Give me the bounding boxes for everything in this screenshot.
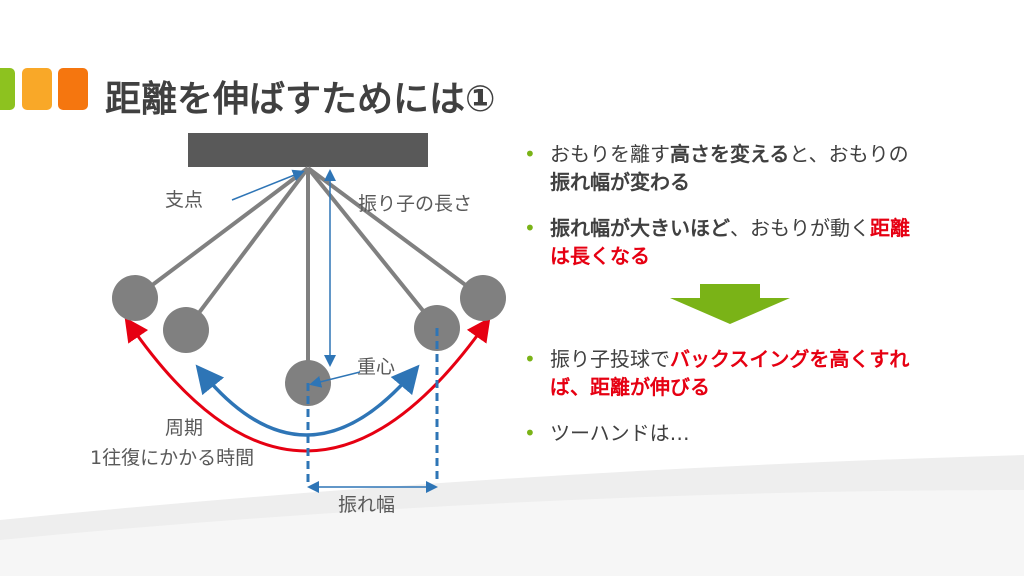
bullet-3: 振り子投球でバックスイングを高くすれば、距離が伸びる: [520, 345, 920, 401]
length-label: 振り子の長さ: [358, 193, 473, 215]
bullet-4: ツーハンドは…: [520, 419, 920, 447]
bullet-list: おもりを離す高さを変えると、おもりの振れ幅が変わる 振れ幅が大きいほど、おもりが…: [520, 140, 920, 465]
pivot-label: 支点: [165, 189, 204, 211]
down-arrow-icon: [670, 284, 790, 324]
bullet-1: おもりを離す高さを変えると、おもりの振れ幅が変わる: [520, 140, 920, 196]
green-square-icon: [0, 68, 15, 110]
pendulum-bobs: [112, 275, 506, 406]
slide-title: 距離を伸ばすためには①: [105, 79, 496, 120]
period-desc-label: 1往復にかかる時間: [90, 447, 255, 469]
center-label: 重心: [357, 356, 396, 378]
period-label: 周期: [165, 417, 204, 439]
pendulum-diagram: [112, 133, 506, 493]
bullet-2: 振れ幅が大きいほど、おもりが動く距離は長くなる: [520, 214, 920, 270]
orange-square-icon: [22, 68, 52, 110]
dark-orange-square-icon: [58, 68, 88, 110]
center-pointer: [309, 371, 361, 388]
pivot-pointer: [231, 169, 305, 201]
pendulum-support-bar: [188, 133, 428, 167]
amplitude-label: 振れ幅: [338, 494, 396, 516]
swing-arc-blue: [195, 364, 420, 437]
